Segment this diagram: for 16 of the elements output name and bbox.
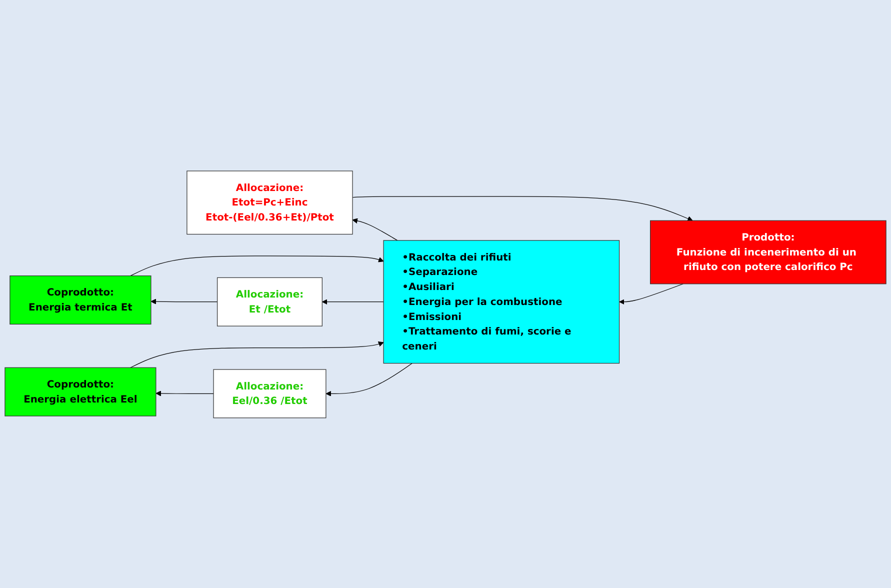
arrow — [130, 341, 384, 368]
arrow — [352, 196, 693, 221]
node-box: •Raccolta dei rifiuti •Separazione •Ausiliari •Energia per la combustione •Emissioni •Trattamento di fumi, scorie e ceneri — [383, 240, 620, 364]
arrow — [322, 298, 384, 304]
arrow — [156, 390, 214, 396]
node-box: Allocazione: Etot=Pc+Einc Etot-(Eel/0.36+Et)/Ptot — [186, 170, 353, 234]
arrow — [352, 218, 398, 240]
node-box: Coprodotto: Energia elettrica Eel — [4, 366, 156, 416]
arrow — [150, 298, 218, 304]
node-box: Allocazione: Et /Etot — [216, 276, 322, 326]
arrow — [130, 255, 384, 276]
node-box: Coprodotto: Energia termica Et — [10, 275, 152, 324]
node-box: Allocazione: Eel/0.36 /Etot — [213, 368, 326, 418]
arrow — [619, 283, 684, 304]
arrow — [326, 362, 412, 396]
node-box: Prodotto: Funzione di incenerimento di un rifiuto con potere calorifico Pc — [650, 220, 886, 284]
